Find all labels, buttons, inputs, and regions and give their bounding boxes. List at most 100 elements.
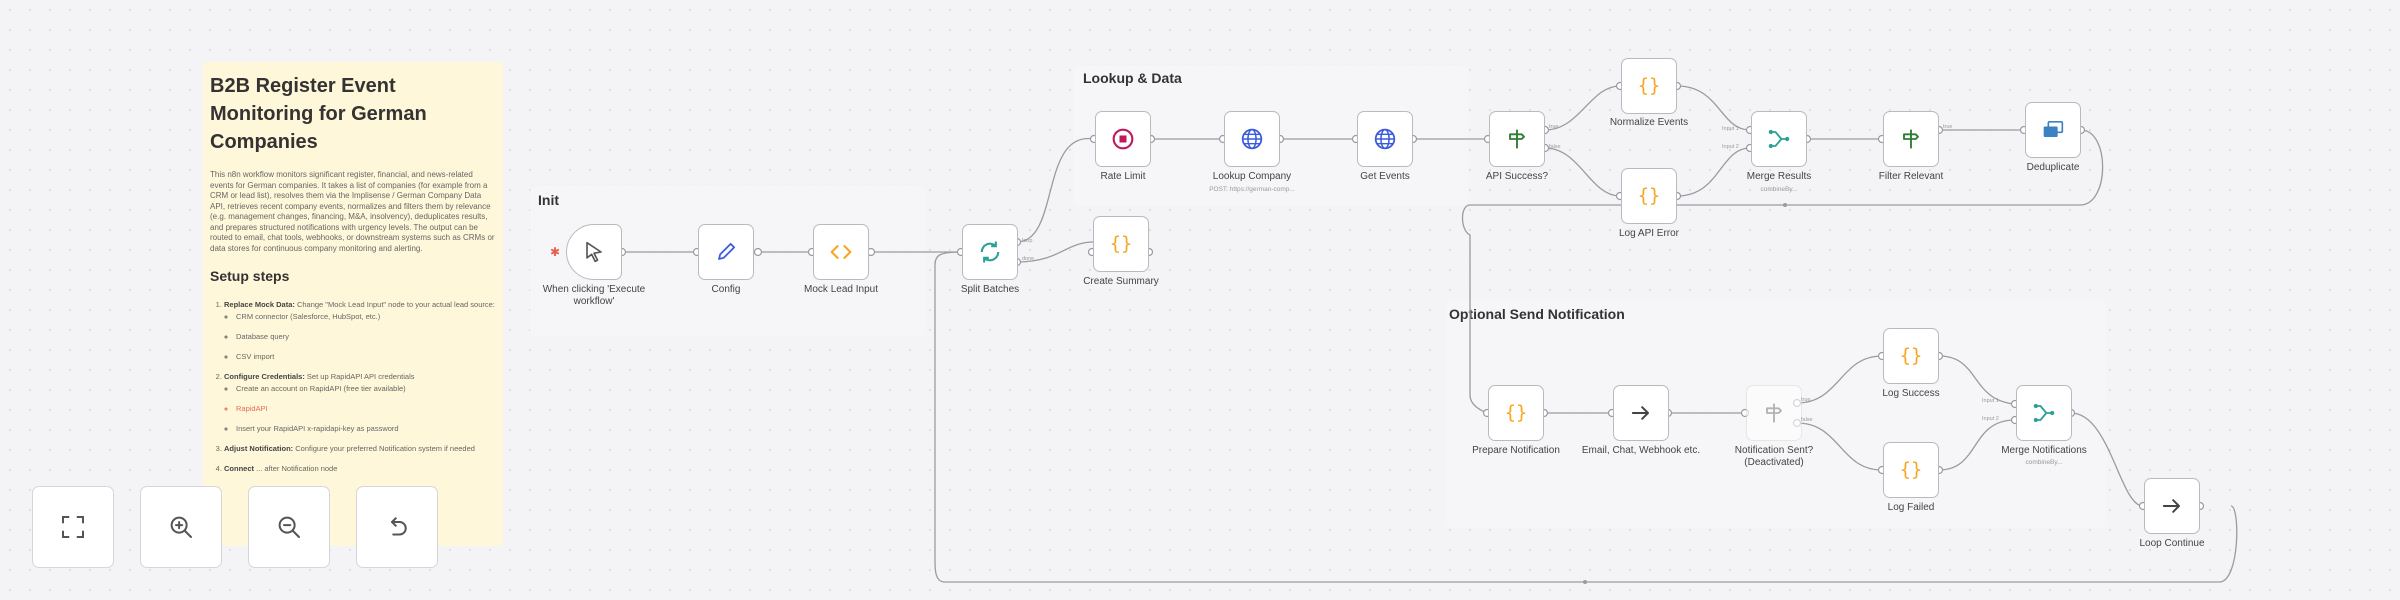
get-events-node[interactable]: [1357, 111, 1413, 167]
port-loop-label: loop: [1022, 238, 1033, 244]
port-false-label: false: [1801, 417, 1813, 423]
get-events-label: Get Events: [1360, 171, 1410, 182]
braces-icon: {}: [1900, 346, 1922, 367]
setup-steps: Replace Mock Data: Change "Mock Lead Inp…: [210, 300, 496, 474]
braces-icon: {}: [1505, 403, 1527, 424]
filter-relevant-node[interactable]: [1883, 111, 1939, 167]
svg-text:{}: {}: [1110, 234, 1132, 255]
rate-limit-label: Rate Limit: [1100, 171, 1146, 182]
prepare-notification-label: Prepare Notification: [1472, 445, 1560, 456]
merge-notifications-sublabel: combineBy...: [2025, 459, 2063, 466]
braces-icon: {}: [1900, 460, 1922, 481]
normalize-events-node[interactable]: {}: [1621, 58, 1677, 114]
code-icon: [830, 245, 852, 259]
dedupe-icon: [2043, 121, 2064, 137]
zoom-out-icon: [278, 516, 300, 538]
split-batches-label: Split Batches: [960, 284, 1020, 295]
reset-zoom-button[interactable]: [356, 486, 438, 568]
create-summary-label: Create Summary: [1083, 276, 1159, 287]
braces-icon: {}: [1638, 186, 1660, 207]
braces-icon: {}: [1110, 234, 1132, 255]
log-failed-node[interactable]: {}: [1883, 442, 1939, 498]
mock-lead-input-node[interactable]: [813, 224, 869, 280]
merge-results-sublabel: combineBy...: [1760, 186, 1798, 193]
merge-notifications-node[interactable]: [2016, 385, 2072, 441]
rate-limit-node[interactable]: [1095, 111, 1151, 167]
svg-text:{}: {}: [1900, 460, 1922, 481]
split-batches-node[interactable]: [962, 224, 1018, 280]
sticky-description: This n8n workflow monitors significant r…: [210, 170, 495, 253]
create-summary-node[interactable]: {}: [1093, 216, 1149, 272]
fit-view-icon: [62, 516, 84, 538]
sticky-title: B2B Register Event Monitoring for German…: [210, 75, 427, 153]
svg-text:{}: {}: [1900, 346, 1922, 367]
deduplicate-node[interactable]: [2025, 102, 2081, 158]
pencil-icon: [718, 242, 736, 260]
port-input2-label: Input 2: [1722, 144, 1739, 150]
prepare-notification-node[interactable]: {}: [1488, 385, 1544, 441]
notification-sent-label: Notification Sent? (Deactivated): [1734, 445, 1814, 468]
port-false-label: false: [1549, 144, 1561, 150]
lookup-company-sublabel: POST: https://german-comp...: [1209, 186, 1295, 193]
log-success-node[interactable]: {}: [1883, 328, 1939, 384]
lookup-company-label: Lookup Company: [1212, 171, 1292, 182]
zoom-out-button[interactable]: [248, 486, 330, 568]
port-true-label: true: [1549, 124, 1559, 130]
loop-continue-label: Loop Continue: [2139, 538, 2205, 549]
sticky-setup-heading: Setup steps: [210, 268, 290, 284]
merge-notifications-label: Merge Notifications: [2001, 445, 2087, 456]
port-true-label: true: [1801, 397, 1811, 403]
manual-trigger-node[interactable]: [566, 224, 622, 280]
setup-step: Connect ... after Notification node: [224, 464, 496, 474]
deduplicate-label: Deduplicate: [2026, 162, 2080, 173]
svg-text:{}: {}: [1638, 76, 1660, 97]
rapidapi-link[interactable]: RapidAPI: [236, 404, 496, 414]
log-api-error-label: Log API Error: [1618, 228, 1680, 239]
pause-icon: [1112, 128, 1134, 150]
filter-relevant-label: Filter Relevant: [1878, 171, 1944, 182]
port-input1-label: Input 1: [1722, 126, 1739, 132]
group-notify-title: Optional Send Notification: [1449, 306, 1625, 322]
merge-icon: [1768, 129, 1790, 149]
send-notification-label: Email, Chat, Webhook etc.: [1581, 445, 1701, 456]
mock-lead-input-label: Mock Lead Input: [804, 284, 878, 295]
log-api-error-node[interactable]: {}: [1621, 168, 1677, 224]
log-failed-label: Log Failed: [1887, 502, 1935, 513]
group-init-title: Init: [538, 192, 559, 208]
config-node[interactable]: [698, 224, 754, 280]
api-success-label: API Success?: [1485, 171, 1549, 182]
port-true-label: true: [1943, 124, 1953, 130]
normalize-events-label: Normalize Events: [1609, 117, 1689, 128]
sticky-note[interactable]: B2B Register Event Monitoring for German…: [203, 62, 503, 546]
port-done-label: done: [1022, 256, 1035, 262]
fit-view-button[interactable]: [32, 486, 114, 568]
signpost-icon: [1903, 129, 1919, 149]
lookup-company-node[interactable]: [1224, 111, 1280, 167]
merge-results-node[interactable]: [1751, 111, 1807, 167]
notification-sent-node[interactable]: [1746, 385, 1802, 441]
log-success-label: Log Success: [1882, 388, 1940, 399]
globe-icon: [1374, 128, 1396, 150]
port-input1-label: Input 1: [1982, 398, 1999, 404]
loop-continue-node[interactable]: [2144, 478, 2200, 534]
zoom-in-icon: [170, 516, 192, 538]
setup-step: Configure Credentials: Set up RapidAPI A…: [224, 372, 496, 434]
svg-text:{}: {}: [1505, 403, 1527, 424]
braces-icon: {}: [1638, 76, 1660, 97]
group-lookup-title: Lookup & Data: [1083, 70, 1182, 86]
trigger-star-icon: ✱: [550, 245, 561, 259]
arrow-right-icon: [2162, 499, 2180, 513]
svg-text:{}: {}: [1638, 186, 1660, 207]
send-notification-node[interactable]: [1613, 385, 1669, 441]
loop-icon: [980, 241, 1000, 263]
api-success-node[interactable]: [1489, 111, 1545, 167]
cursor-icon: [586, 241, 602, 263]
manual-trigger-label: When clicking 'Execute workflow': [542, 284, 646, 307]
zoom-in-button[interactable]: [140, 486, 222, 568]
globe-icon: [1241, 128, 1263, 150]
merge-results-label: Merge Results: [1746, 171, 1812, 182]
port-input2-label: Input 2: [1982, 416, 1999, 422]
signpost-icon: [1766, 403, 1782, 423]
setup-step: Adjust Notification: Configure your pref…: [224, 444, 496, 454]
setup-step: Replace Mock Data: Change "Mock Lead Inp…: [224, 300, 496, 362]
